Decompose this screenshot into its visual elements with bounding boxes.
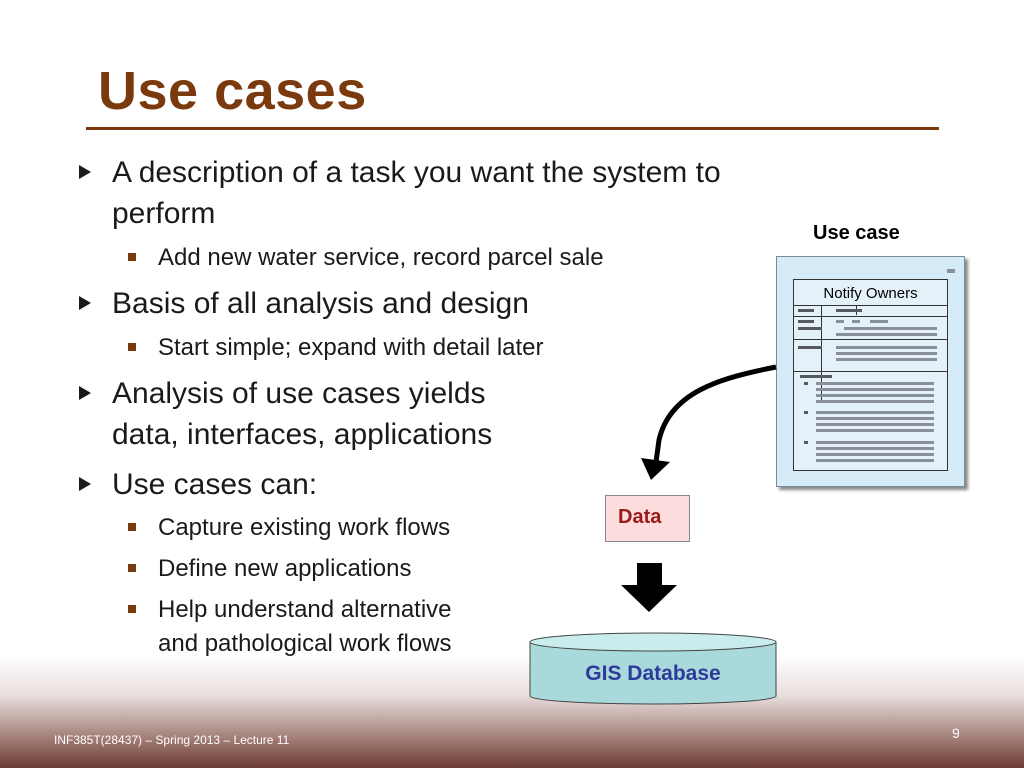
bullet-1-line-1: A description of a task you want the sys… — [112, 156, 721, 189]
data-label: Data — [618, 506, 662, 528]
bullet-1-line-2: perform — [112, 197, 216, 230]
bullet-3-line-2: data, interfaces, applications — [112, 418, 493, 451]
document-corner-mark — [947, 269, 955, 273]
subbullet-3: Capture existing work flows — [128, 511, 451, 545]
subbullet-2: Start simple; expand with detail later — [128, 331, 544, 365]
triangle-bullet-icon — [79, 296, 91, 310]
form-field-bar — [816, 411, 934, 414]
form-field-bar — [836, 358, 937, 361]
form-field-bar — [836, 352, 937, 355]
down-arrow-shaft — [637, 563, 662, 585]
subbullet-1: Add new water service, record parcel sal… — [128, 241, 604, 275]
subbullet-2-text: Start simple; expand with detail later — [158, 334, 544, 361]
subbullet-5-line-1: Help understand alternative — [158, 596, 452, 623]
form-list-bullet — [804, 411, 808, 414]
form-field-bar — [798, 320, 814, 323]
form-field-bar — [816, 447, 934, 450]
form-field-bar — [844, 327, 937, 330]
form-field-bar — [836, 333, 937, 336]
bullet-4-text: Use cases can: — [112, 468, 318, 501]
square-bullet-icon — [128, 523, 136, 531]
form-list-bullet — [804, 382, 808, 385]
subbullet-4-text: Define new applications — [158, 555, 412, 582]
gis-database-label: GIS Database — [585, 662, 721, 685]
form-field-bar — [816, 394, 934, 397]
form-field-bar — [798, 346, 822, 349]
triangle-bullet-icon — [79, 386, 91, 400]
subbullet-5: Help understand alternative and patholog… — [128, 593, 452, 661]
bullet-3-line-1: Analysis of use cases yields — [112, 377, 486, 410]
form-rule — [794, 305, 947, 306]
form-field-bar — [816, 382, 934, 385]
form-rule — [794, 371, 947, 372]
square-bullet-icon — [128, 605, 136, 613]
curved-arrow-head-icon — [641, 458, 670, 480]
bullet-1: A description of a task you want the sys… — [79, 152, 721, 234]
form-field-bar — [800, 375, 832, 378]
footer-gradient-band — [0, 655, 1024, 768]
bullet-2: Basis of all analysis and design — [79, 283, 529, 324]
form-list-bullet — [804, 441, 808, 444]
form-field-bar — [852, 320, 860, 323]
curved-arrow-shaft — [653, 364, 777, 463]
form-field-bar — [816, 423, 934, 426]
data-box: Data — [605, 495, 690, 542]
form-field-bar — [816, 453, 934, 456]
form-column-rule — [821, 305, 822, 400]
form-field-bar — [798, 309, 814, 312]
document-form: Notify Owners — [793, 279, 948, 471]
form-field-bar — [816, 459, 934, 462]
form-field-bar — [816, 417, 934, 420]
form-field-bar — [836, 320, 844, 323]
use-case-label: Use case — [813, 222, 900, 244]
title-underline — [86, 127, 939, 130]
form-rule — [794, 339, 947, 340]
form-field-bar — [816, 388, 934, 391]
slide-title: Use cases — [98, 61, 367, 121]
form-field-bar — [870, 320, 888, 323]
database-cylinder-body — [529, 641, 777, 705]
subbullet-3-text: Capture existing work flows — [158, 514, 451, 541]
bullet-3: Analysis of use cases yields data, inter… — [79, 373, 493, 455]
footer-text: INF385T(28437) – Spring 2013 – Lecture 1… — [54, 733, 290, 747]
triangle-bullet-icon — [79, 165, 91, 179]
form-rule — [794, 316, 947, 317]
square-bullet-icon — [128, 564, 136, 572]
triangle-bullet-icon — [79, 477, 91, 491]
bullet-2-text: Basis of all analysis and design — [112, 287, 529, 320]
square-bullet-icon — [128, 343, 136, 351]
square-bullet-icon — [128, 253, 136, 261]
form-field-bar — [816, 429, 934, 432]
form-field-bar — [816, 441, 934, 444]
form-field-bar — [836, 309, 862, 312]
form-field-bar — [816, 400, 934, 403]
subbullet-5-line-2: and pathological work flows — [158, 630, 452, 657]
bullet-4: Use cases can: — [79, 464, 318, 505]
form-field-bar — [798, 327, 822, 330]
database-cylinder-top — [529, 632, 777, 652]
down-arrow-head-icon — [621, 585, 677, 612]
use-case-document: Notify Owners — [776, 256, 965, 487]
document-title: Notify Owners — [823, 285, 918, 302]
page-number: 9 — [952, 725, 960, 741]
subbullet-4: Define new applications — [128, 552, 412, 586]
form-field-bar — [836, 346, 937, 349]
subbullet-1-text: Add new water service, record parcel sal… — [158, 244, 604, 271]
